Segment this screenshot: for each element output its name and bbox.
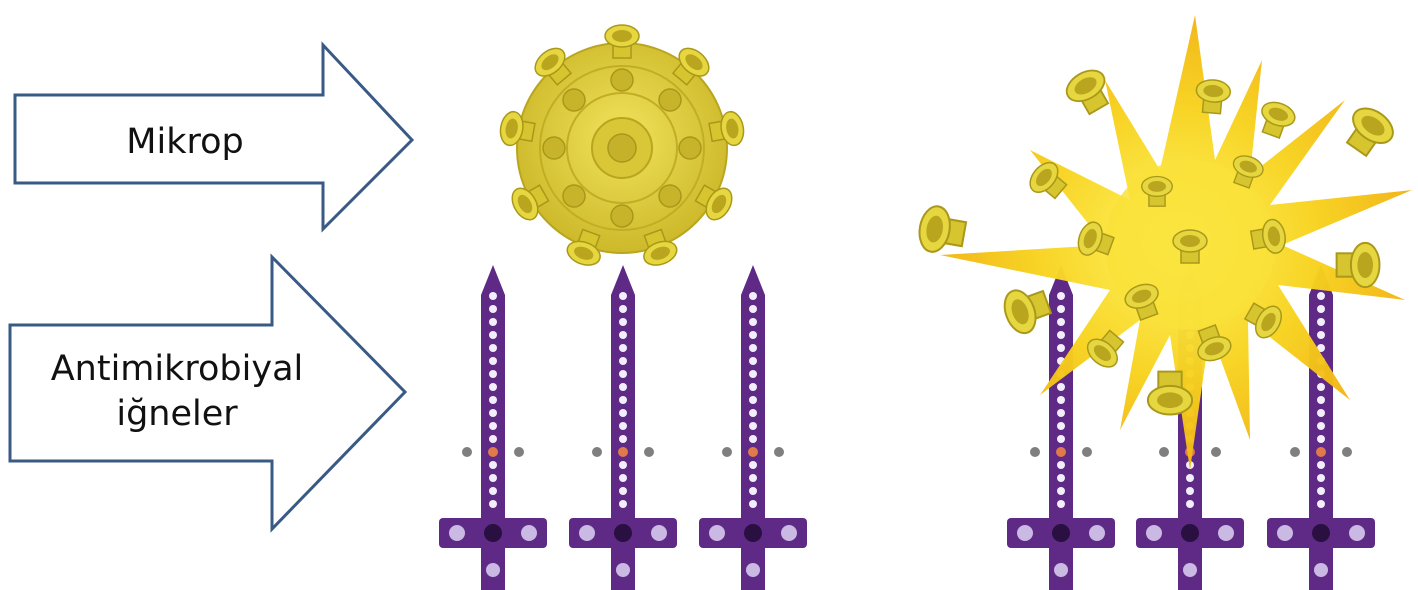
needles-label: Antimikrobiyal iğneler bbox=[14, 347, 340, 437]
needle-left-1 bbox=[439, 265, 547, 590]
needle-left-3 bbox=[699, 265, 807, 590]
microbe-label: Mikrop bbox=[30, 120, 340, 165]
needles-label-line1: Antimikrobiyal bbox=[14, 347, 340, 392]
burst-microbe bbox=[916, 15, 1412, 470]
intact-microbe bbox=[498, 25, 746, 269]
needles-label-line2: iğneler bbox=[14, 392, 340, 437]
needle-left-2 bbox=[569, 265, 677, 590]
